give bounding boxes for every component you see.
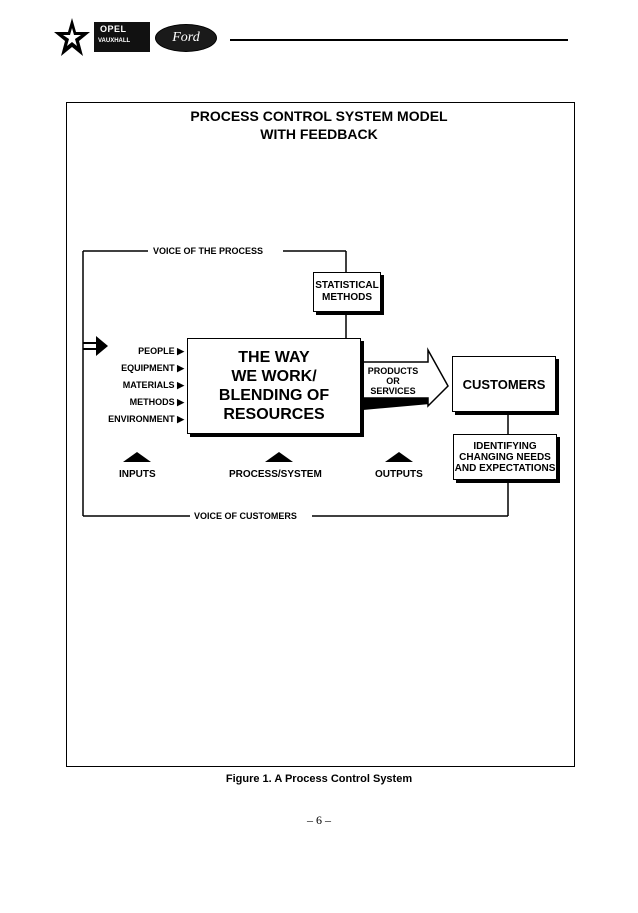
diagram-frame [66, 102, 575, 767]
diagram-title-line1: PROCESS CONTROL SYSTEM MODEL [190, 108, 448, 124]
statistical-line2: METHODS [322, 292, 372, 303]
star-logo [54, 18, 90, 56]
ford-logo-text: Ford [172, 30, 200, 45]
page-number: – 6 – [307, 813, 331, 827]
customers-label: CUSTOMERS [462, 376, 546, 392]
inputs-label: INPUTS [119, 469, 156, 480]
products-line2: OR [386, 376, 400, 386]
input-materials: MATERIALS ▶ [122, 380, 184, 390]
input-people: PEOPLE ▶ [138, 346, 184, 356]
input-people-text: PEOPLE [138, 346, 175, 356]
voice-of-process-label: VOICE OF THE PROCESS [153, 246, 264, 256]
needs-line3: AND EXPECTATIONS [454, 462, 556, 474]
opel-logo-text: OPEL [100, 24, 127, 34]
input-equipment: EQUIPMENT ▶ [121, 363, 184, 373]
figure-caption: Figure 1. A Process Control System [225, 773, 413, 785]
input-materials-text: MATERIALS [122, 380, 175, 390]
vauxhall-logo-text: VAUXHALL [98, 38, 131, 44]
statistical-methods-box: STATISTICAL METHODS [313, 272, 381, 312]
input-methods: METHODS ▶ [129, 397, 184, 407]
ford-logo: Ford [155, 24, 217, 52]
statistical-line1: STATISTICAL [315, 280, 379, 291]
identifying-needs-box: IDENTIFYING CHANGING NEEDS AND EXPECTATI… [453, 434, 557, 480]
process-system-label: PROCESS/SYSTEM [229, 469, 322, 480]
input-methods-text: METHODS [129, 397, 175, 407]
products-line3: SERVICES [370, 386, 416, 396]
needs-line2: CHANGING NEEDS [459, 451, 551, 463]
input-environment: ENVIRONMENT ▶ [108, 414, 184, 424]
process-line2: WE WORK/ [231, 368, 317, 385]
process-line1: THE WAY [238, 349, 310, 366]
process-line3: BLENDING OF [218, 387, 330, 404]
input-environment-text: ENVIRONMENT [108, 414, 175, 424]
products-services-label: PRODUCTS OR SERVICES [362, 366, 424, 396]
products-line1: PRODUCTS [367, 366, 419, 376]
needs-line1: IDENTIFYING [473, 440, 537, 452]
customers-box: CUSTOMERS [452, 356, 556, 412]
diagram-title-line2: WITH FEEDBACK [260, 126, 378, 142]
input-equipment-text: EQUIPMENT [121, 363, 175, 373]
outputs-label: OUTPUTS [375, 469, 423, 480]
process-box: THE WAY WE WORK/ BLENDING OF RESOURCES [187, 338, 361, 434]
header-rule [230, 39, 568, 41]
opel-vauxhall-logo: OPEL VAUXHALL [94, 22, 150, 52]
process-line4: RESOURCES [223, 406, 325, 423]
voice-of-customers-label: VOICE OF CUSTOMERS [194, 511, 297, 521]
